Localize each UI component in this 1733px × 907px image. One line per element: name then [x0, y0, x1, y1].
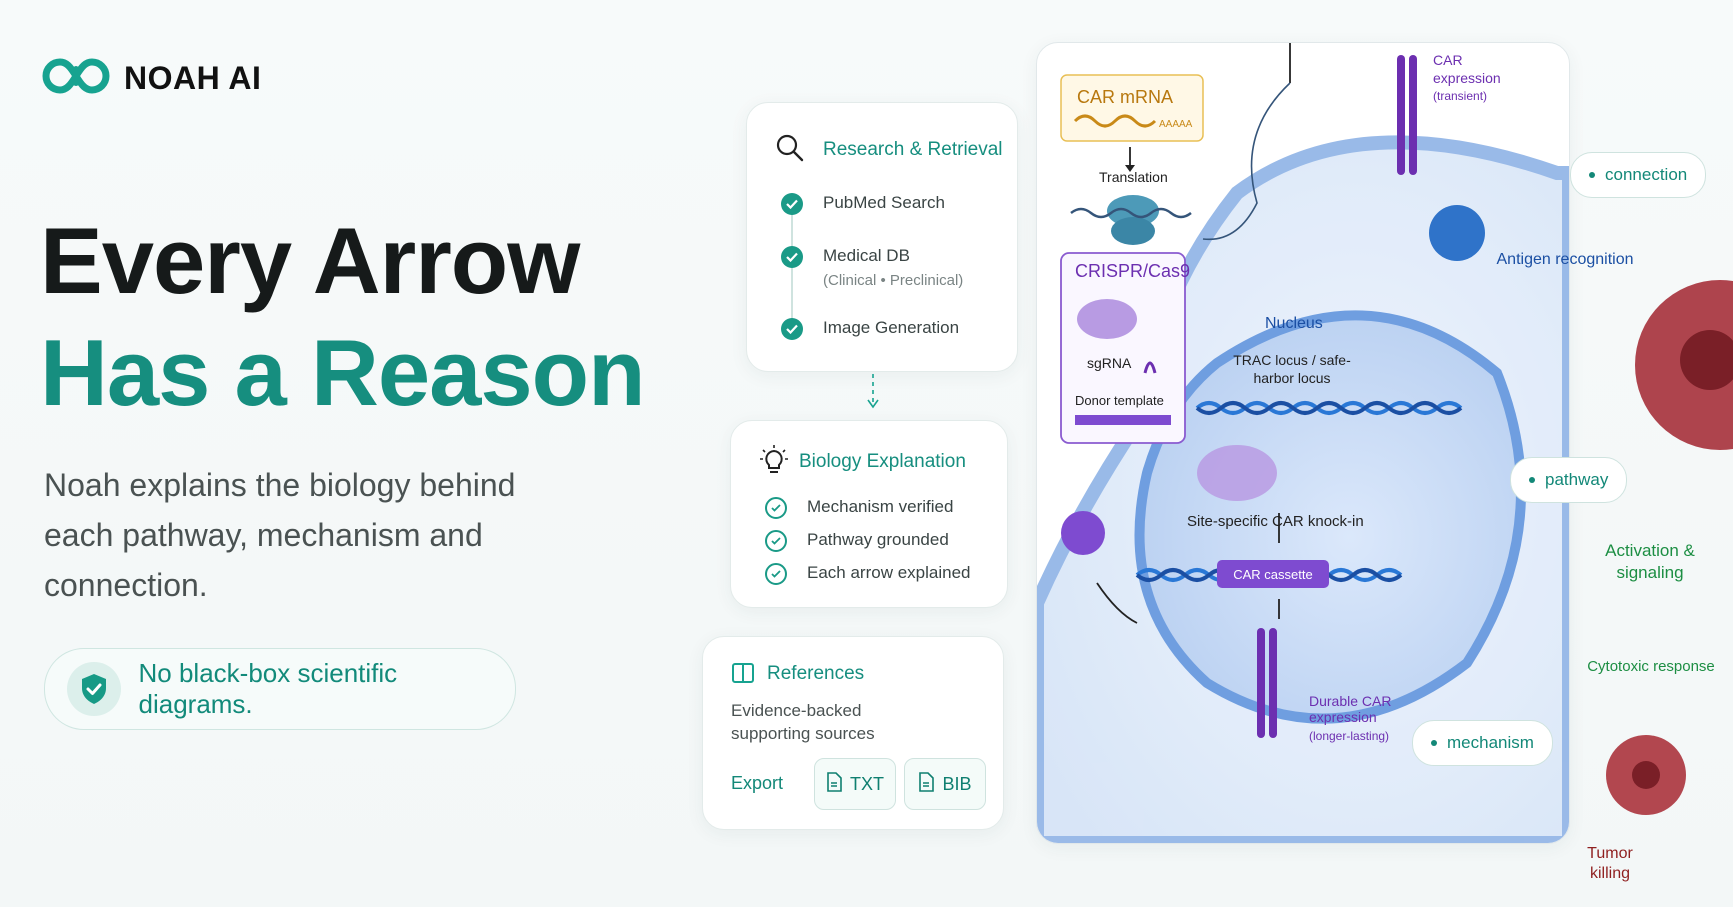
step-detail: (Clinical • Preclinical) — [823, 272, 964, 289]
biology-card: Biology Explanation Mechanism verified P… — [730, 420, 1008, 608]
tag-label: pathway — [1545, 470, 1609, 489]
tumor-cell-illustration — [1630, 270, 1733, 475]
badge-pill: No black-box scientific diagrams. — [44, 648, 516, 730]
polya-label: AAAAA — [1159, 119, 1193, 130]
check-arrow: Each arrow explained — [765, 563, 970, 585]
check-circle-icon — [765, 530, 787, 552]
book-icon — [731, 661, 755, 690]
step-label: Image Generation — [823, 318, 960, 337]
tag-label: mechanism — [1447, 733, 1534, 752]
check-label: Each arrow explained — [807, 563, 971, 582]
knockin-label: Site-specific CAR knock-in — [1187, 513, 1364, 530]
check-label: Pathway grounded — [807, 530, 949, 549]
file-icon — [826, 771, 842, 797]
connection-tag[interactable]: connection — [1570, 152, 1707, 198]
antigen-label: Antigen recognition — [1496, 251, 1634, 268]
export-label: Export — [731, 773, 784, 793]
check-circle-icon — [765, 497, 787, 519]
crispr-label: CRISPR/Cas9 — [1075, 261, 1191, 281]
sgrna-label: sgRNA — [1087, 355, 1132, 371]
step-image-generation: Image Generation — [781, 318, 959, 340]
step-pubmed: PubMed Search — [781, 193, 945, 215]
check-pathway: Pathway grounded — [765, 530, 949, 552]
brand: NOAH AI — [40, 56, 261, 101]
export-txt-button[interactable]: TXT — [814, 758, 896, 810]
car-expression-sub-label: (transient) — [1433, 89, 1488, 103]
hero-subtitle: Noah explains the biology behind each pa… — [44, 467, 516, 603]
dashed-down-arrow — [865, 372, 881, 417]
lightbulb-icon — [759, 445, 789, 482]
check-icon — [781, 318, 803, 340]
mechanism-tag[interactable]: mechanism — [1412, 720, 1553, 766]
activation-label: Activation & signaling — [1605, 541, 1695, 582]
translation-label: Translation — [1099, 169, 1168, 185]
dying-tumor-cell-illustration — [1586, 720, 1706, 835]
step-label: PubMed Search — [823, 193, 945, 212]
pathway-tag[interactable]: pathway — [1510, 457, 1628, 503]
button-label: TXT — [850, 773, 884, 794]
donor-label: Donor template — [1075, 393, 1164, 408]
biology-title: Biology Explanation — [799, 451, 966, 472]
research-title: Research & Retrieval — [823, 139, 1003, 160]
research-card: Research & Retrieval PubMed Search Medic… — [746, 102, 1018, 372]
references-description: Evidence-backed supporting sources — [731, 701, 875, 743]
check-circle-icon — [765, 563, 787, 585]
diagram-art — [1037, 43, 1569, 843]
badge-text: No black-box scientific diagrams. — [138, 658, 398, 719]
check-icon — [781, 193, 803, 215]
step-medical-db: Medical DB (Clinical • Preclinical) — [781, 246, 963, 289]
nucleus-label: Nucleus — [1265, 315, 1323, 332]
check-mechanism: Mechanism verified — [765, 497, 953, 519]
check-label: Mechanism verified — [807, 497, 954, 516]
references-title: References — [767, 663, 865, 684]
brand-name: NOAH AI — [124, 60, 262, 96]
export-bib-button[interactable]: BIB — [904, 758, 986, 810]
headline-line2: Has a Reason — [40, 320, 646, 425]
car-mrna-label: CAR mRNA — [1077, 87, 1174, 107]
search-icon — [775, 133, 805, 168]
infinity-n-logo-icon — [40, 56, 112, 101]
shield-check-icon — [67, 662, 121, 716]
locus-label: TRAC locus / safe-harbor locus — [1233, 352, 1351, 386]
car-expression-label: CAR expression — [1433, 52, 1501, 86]
tumor-killing-label: Tumor killing — [1587, 845, 1633, 882]
durable-label: Durable CAR expression — [1309, 693, 1392, 725]
durable-sub-label: (longer-lasting) — [1309, 729, 1390, 743]
step-label: Medical DB — [823, 246, 910, 265]
button-label: BIB — [942, 773, 972, 794]
car-t-diagram: CAR mRNA AAAAA Translation CRISPR/Cas9 s… — [1036, 42, 1570, 844]
tag-label: connection — [1605, 165, 1688, 184]
cassette-label: CAR cassette — [1233, 567, 1313, 582]
cytotoxic-label: Cytotoxic response — [1587, 658, 1715, 675]
headline-line1: Every Arrow — [40, 208, 580, 313]
file-icon — [918, 771, 935, 797]
check-icon — [781, 246, 803, 268]
